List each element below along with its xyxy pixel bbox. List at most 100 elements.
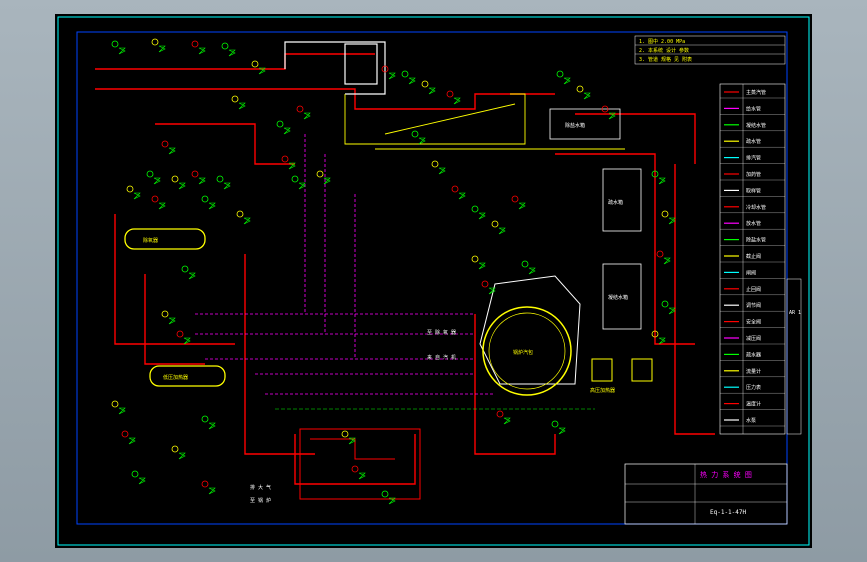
legend-row-label: 减压阀 — [746, 335, 761, 342]
gauge-icon — [471, 255, 479, 263]
gauge-icon — [471, 205, 479, 213]
valve-icon — [418, 137, 426, 145]
valve-icon — [223, 182, 231, 190]
legend-row-label: 放水管 — [746, 220, 761, 227]
gauge-icon — [201, 480, 209, 488]
legend-row-label: 加药管 — [746, 171, 761, 178]
valve-icon — [668, 217, 676, 225]
valve-icon — [498, 227, 506, 235]
valve-icon — [178, 182, 186, 190]
valve-icon — [158, 45, 166, 53]
gauge-icon — [431, 160, 439, 168]
valve-icon — [153, 177, 161, 185]
tank-c-label: 除盐水箱 — [565, 122, 585, 129]
valve-icon — [323, 177, 331, 185]
heater-pair: 高压加热器 — [590, 358, 653, 394]
boiler-label: 锅炉汽包 — [513, 349, 533, 356]
deaerator-structure — [284, 41, 386, 95]
gauge-icon — [341, 430, 349, 438]
gauge-icon — [276, 120, 284, 128]
valve-icon — [408, 77, 416, 85]
valve-icon — [118, 407, 126, 415]
header-note-1: 1. 图中 2.00 MPa — [639, 38, 685, 45]
gauge-icon — [191, 170, 199, 178]
valve-icon — [488, 287, 496, 295]
valve-icon — [298, 182, 306, 190]
deaerator-vessel-upper: 除氧器 — [124, 228, 206, 250]
pipe-label-a: 至 除 氧 器 — [427, 329, 456, 336]
outer-frame — [57, 16, 810, 546]
pipe-label-c: 排 大 气 — [250, 484, 271, 491]
gauge-icon — [316, 170, 324, 178]
inner-frame — [76, 31, 788, 525]
valve-icon — [118, 47, 126, 55]
gauge-icon — [401, 70, 409, 78]
valve-icon — [208, 487, 216, 495]
gauge-icon — [576, 85, 584, 93]
gauge-icon — [201, 415, 209, 423]
platform-structure — [344, 93, 625, 150]
valve-icon — [228, 49, 236, 57]
legend-row-label: 闸阀 — [746, 269, 756, 276]
gauge-icon — [601, 105, 609, 113]
valve-icon — [348, 437, 356, 445]
valve-icon — [563, 77, 571, 85]
valve-icon — [303, 112, 311, 120]
valve-icon — [238, 102, 246, 110]
legend-row-label: 压力表 — [746, 384, 761, 391]
gauge-icon — [281, 155, 289, 163]
valve-icon — [158, 202, 166, 210]
gauge-icon — [491, 220, 499, 228]
valve-icon — [198, 177, 206, 185]
drawing-sheet: 1. 图中 2.00 MPa 2. 本系统 设计 参数 3. 管道 规格 见 附… — [55, 14, 812, 548]
deaerator-label: 除氧器 — [143, 237, 158, 244]
valve-icon — [608, 112, 616, 120]
valve-icon — [478, 262, 486, 270]
title-block-main-title: 热 力 系 统 图 — [700, 470, 752, 479]
legend-row-label: 除盐水管 — [746, 237, 766, 244]
legend-table: 主蒸汽管给水管凝结水管疏水管排汽管加药管取样管冷却水管放水管除盐水管截止阀闸阀止… — [719, 83, 786, 435]
legend-row-label: 温度计 — [746, 401, 761, 408]
gauge-icon — [656, 250, 664, 258]
gauge-icon — [236, 210, 244, 218]
valve-icon — [658, 177, 666, 185]
legend-row-label: 排汽管 — [746, 155, 761, 162]
valve-icon — [668, 307, 676, 315]
gauge-icon — [381, 490, 389, 498]
valve-icon — [183, 337, 191, 345]
pipe-label-d: 至 锅 炉 — [250, 497, 271, 504]
gauge-icon — [151, 195, 159, 203]
valve-icon — [388, 72, 396, 80]
legend-row-label: 疏水管 — [746, 138, 761, 145]
tank-b: 凝结水箱 — [602, 263, 642, 330]
gauge-icon — [381, 65, 389, 73]
valve-icon — [138, 477, 146, 485]
legend-sub-table: AR 1 — [786, 278, 802, 435]
gauge-icon — [146, 170, 154, 178]
legend-row-label: 水泵 — [746, 417, 756, 424]
gauge-icon — [511, 195, 519, 203]
valve-icon — [503, 417, 511, 425]
valve-icon — [428, 87, 436, 95]
gauge-icon — [171, 175, 179, 183]
valve-icon — [283, 127, 291, 135]
valve-icon — [453, 97, 461, 105]
gauge-icon — [411, 130, 419, 138]
gauge-icon — [551, 420, 559, 428]
valve-icon — [583, 92, 591, 100]
gauge-icon — [231, 95, 239, 103]
boiler-drum: 锅炉汽包 — [479, 275, 581, 396]
valve-icon — [388, 497, 396, 505]
revision-label: AR 1 — [789, 310, 801, 316]
valve-icon — [658, 337, 666, 345]
gauge-icon — [111, 400, 119, 408]
legend-row-label: 给水管 — [746, 105, 761, 112]
legend-row-label: 冷却水管 — [746, 204, 766, 211]
gauge-icon — [481, 280, 489, 288]
legend-row-label: 止回阀 — [746, 286, 761, 293]
title-block-drawing-no: Eq-1-1-47H — [710, 509, 747, 516]
gauge-icon — [446, 90, 454, 98]
valve-icon — [528, 267, 536, 275]
water-lines — [195, 134, 495, 395]
gauge-icon — [181, 265, 189, 273]
